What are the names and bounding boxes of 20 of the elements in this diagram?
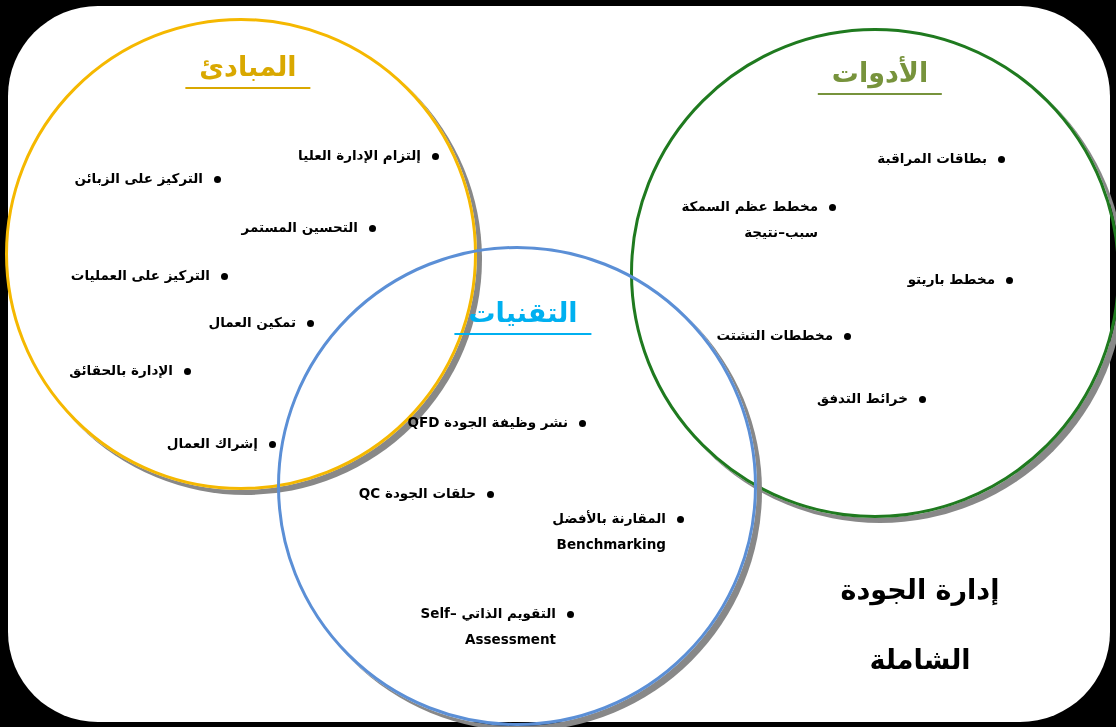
heading: المبادئ (185, 51, 311, 90)
bullet-item: تمكين العمال (208, 310, 316, 336)
bullet-item: إشراك العمال (166, 431, 278, 457)
bullet-item: التحسين المستمر (241, 215, 378, 241)
bullet-item: الإدارة بالحقائق (69, 358, 193, 384)
bullet-item: المقارنة بالأفضل Benchmarking (496, 506, 686, 558)
bullet-item: نشر وظيفة الجودة QFD (407, 410, 588, 436)
bullet-item: حلقات الجودة QC (358, 481, 496, 507)
bullet-item: التقويم الذاتي Self–Assessment (356, 601, 576, 653)
bullet-item: مخطط عظم السمكة سبب–نتيجة (668, 194, 838, 246)
bullet-item: إلتزام الإدارة العليا (298, 143, 441, 169)
bullet-item: التركيز على الزبائن (74, 166, 223, 192)
bullet-item: التركيز على العمليات (70, 263, 230, 289)
title: إدارة الجودة الشاملة (839, 573, 1001, 678)
heading: الأدوات (817, 57, 943, 96)
heading: التقنيات (454, 297, 592, 336)
bullet-item: مخطط باريتو (907, 267, 1015, 293)
bullet-item: خرائط التدفق (817, 386, 928, 412)
bullet-item: بطاقات المراقبة (877, 146, 1007, 172)
bullet-item: مخططات التشتت (716, 323, 853, 349)
